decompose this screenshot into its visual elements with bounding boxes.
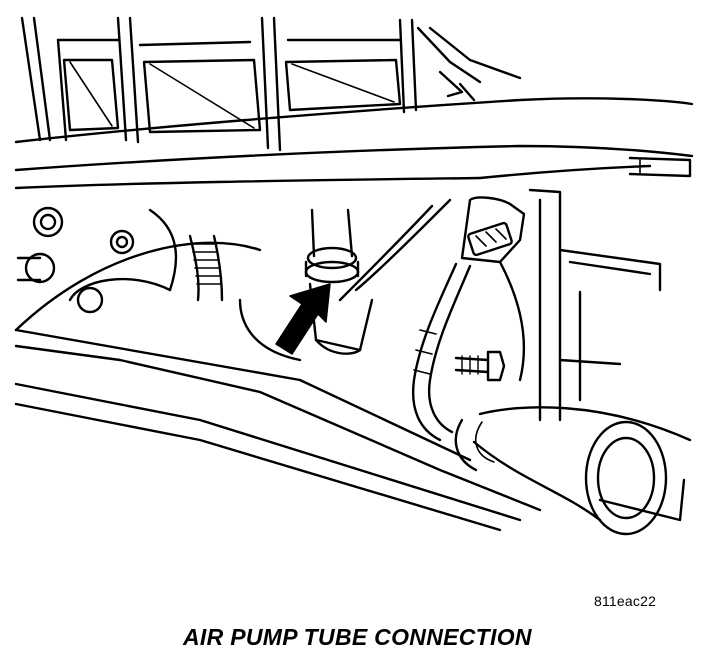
air-duct [454,406,692,536]
right-bracket [528,188,662,422]
pointer-arrow [275,283,331,355]
fuel-rail [14,97,694,190]
connector-harness [411,196,526,442]
figure-caption: AIR PUMP TUBE CONNECTION [183,624,532,650]
hoses [188,198,452,355]
figure-code: 811eac22 [594,593,657,609]
mounting-bolt [454,350,506,382]
lower-flange [14,241,542,532]
left-bosses [16,206,178,314]
intake-manifold [20,16,522,152]
